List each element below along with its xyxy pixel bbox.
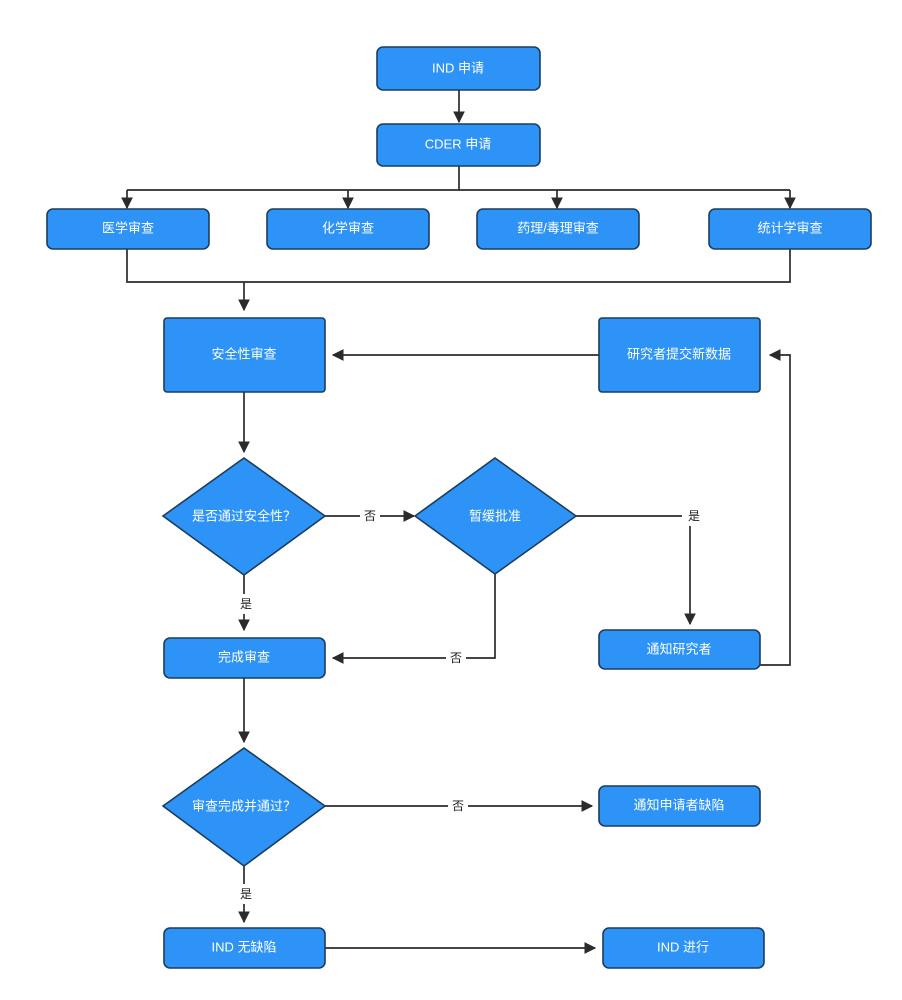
edge-label-hold-no: 否 xyxy=(450,651,462,665)
edge-label-hold-yes: 是 xyxy=(688,509,700,523)
node-hold-approval[interactable]: 暂缓批准 xyxy=(413,457,578,575)
edge-hold-yes-to-notify-sponsor xyxy=(576,515,696,626)
node-cder-application[interactable]: CDER 申请 xyxy=(376,123,541,167)
edge-hold-no-to-complete xyxy=(331,574,496,664)
edge-label-safety-no: 否 xyxy=(364,509,376,523)
edge-medical-merge xyxy=(126,248,791,283)
edge-label-safety-yes: 是 xyxy=(240,597,252,611)
node-pharm-tox-review[interactable]: 药理/毒理审查 xyxy=(476,208,640,250)
node-chemistry-review[interactable]: 化学审查 xyxy=(266,208,430,250)
node-review-pass-decision[interactable]: 审查完成并通过？ xyxy=(161,747,327,867)
node-sponsor-new-data[interactable]: 研究者提交新数据 xyxy=(598,317,761,393)
edge-label-pass-no: 否 xyxy=(452,799,464,813)
node-ind-application[interactable]: IND 申请 xyxy=(376,46,541,91)
edge-label-pass-yes: 是 xyxy=(240,887,252,901)
node-notify-applicant-deficiency[interactable]: 通知申请者缺陷 xyxy=(598,785,761,827)
node-medical-review[interactable]: 医学审查 xyxy=(46,208,210,250)
edge-cder-fanout-bus xyxy=(127,165,790,191)
node-safety-decision[interactable]: 是否通过安全性？ xyxy=(161,457,327,576)
edge-labels-layer: 否 是 是 否 否 是 xyxy=(236,506,702,904)
node-notify-sponsor[interactable]: 通知研究者 xyxy=(598,629,761,670)
node-ind-proceed[interactable]: IND 进行 xyxy=(602,927,765,969)
node-statistics-review[interactable]: 统计学审查 xyxy=(708,208,872,250)
edge-notify-sponsor-to-newdata xyxy=(760,349,791,666)
node-ind-no-deficiency[interactable]: IND 无缺陷 xyxy=(163,927,326,969)
node-safety-review[interactable]: 安全性审查 xyxy=(163,317,326,393)
node-complete-review[interactable]: 完成审查 xyxy=(163,637,326,679)
